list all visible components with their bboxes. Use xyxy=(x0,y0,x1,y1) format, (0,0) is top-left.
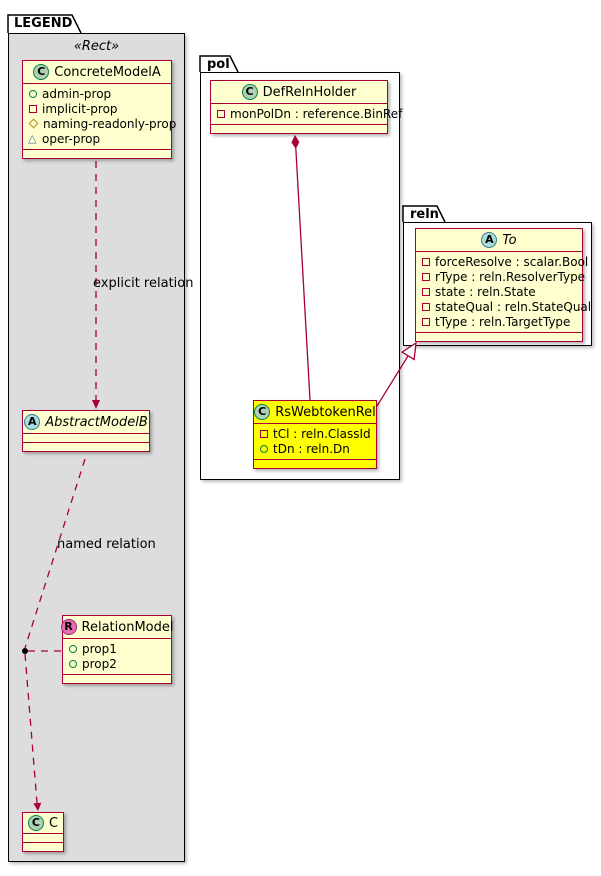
visibility-package-private-icon xyxy=(28,134,37,143)
class-member: oper-prop xyxy=(23,131,171,146)
class-fields-empty xyxy=(23,433,149,442)
visibility-private-icon xyxy=(422,257,430,266)
visibility-protected-icon xyxy=(28,118,39,129)
stereotype-rect: «Rect» xyxy=(73,39,120,54)
class-box-def-reln-holder: C DefRelnHolder monPolDn : reference.Bin… xyxy=(210,80,402,134)
class-member: state : reln.State xyxy=(416,284,582,299)
member-text: stateQual : reln.StateQual xyxy=(435,299,592,314)
member-text: naming-readonly-prop xyxy=(43,116,177,131)
edge-label-named-relation: named relation xyxy=(57,537,156,552)
class-methods-empty xyxy=(23,842,63,851)
visibility-public-icon xyxy=(69,644,77,653)
class-header: A AbstractModelB xyxy=(23,411,149,433)
class-header: A To xyxy=(416,229,582,251)
class-member: prop1 xyxy=(63,641,171,656)
visibility-public-icon xyxy=(69,659,77,668)
class-spot-icon: C xyxy=(254,404,271,420)
visibility-private-icon xyxy=(217,109,225,118)
class-spot-icon: C xyxy=(33,64,50,80)
class-member: prop2 xyxy=(63,656,171,671)
member-text: prop2 xyxy=(82,656,117,671)
class-members: forceResolve : scalar.Bool rType : reln.… xyxy=(416,251,591,332)
visibility-public-icon xyxy=(29,89,37,98)
class-fields-empty xyxy=(23,833,63,842)
class-methods-empty xyxy=(23,442,149,451)
class-methods-empty xyxy=(416,332,582,341)
class-methods-empty xyxy=(63,674,171,683)
class-name: DefRelnHolder xyxy=(262,84,357,100)
class-header: C RsWebtokenRel xyxy=(254,401,376,423)
visibility-private-icon xyxy=(422,302,430,311)
class-methods-empty xyxy=(23,149,171,158)
member-text: tCl : reln.ClassId xyxy=(273,426,371,441)
class-header: R RelationModel xyxy=(60,616,174,638)
visibility-private-icon xyxy=(29,104,37,113)
member-text: tType : reln.TargetType xyxy=(435,314,571,329)
class-members: prop1 prop2 xyxy=(63,638,171,674)
member-text: tDn : reln.Dn xyxy=(273,441,350,456)
class-member: naming-readonly-prop xyxy=(23,116,176,131)
class-box-abstract-model-b: A AbstractModelB xyxy=(22,410,150,452)
visibility-private-icon xyxy=(422,287,430,296)
relation-spot-icon: R xyxy=(60,619,77,635)
abstract-spot-icon: A xyxy=(24,414,41,430)
visibility-public-icon xyxy=(260,444,268,453)
class-members: monPolDn : reference.BinRef xyxy=(211,103,402,124)
class-box-rs-webtoken-rel: C RsWebtokenRel tCl : reln.ClassId tDn :… xyxy=(253,400,377,469)
member-text: state : reln.State xyxy=(435,284,536,299)
class-spot-icon: C xyxy=(241,84,258,100)
visibility-private-icon xyxy=(422,272,430,281)
member-text: monPolDn : reference.BinRef xyxy=(230,106,403,121)
class-member: tDn : reln.Dn xyxy=(254,441,376,456)
class-member: rType : reln.ResolverType xyxy=(416,269,586,284)
class-spot-icon: C xyxy=(27,815,44,831)
class-header: C ConcreteModelA xyxy=(23,61,171,83)
package-label-pol: pol xyxy=(207,57,230,72)
class-box-concrete-model-a: C ConcreteModelA admin-prop implicit-pro… xyxy=(22,60,176,159)
class-header: C C xyxy=(23,813,63,833)
class-member: implicit-prop xyxy=(23,101,171,116)
class-member: admin-prop xyxy=(23,86,171,101)
class-header: C DefRelnHolder xyxy=(211,81,387,103)
visibility-private-icon xyxy=(260,429,268,438)
package-label-legend: LEGEND xyxy=(14,16,73,31)
class-member: tType : reln.TargetType xyxy=(416,314,582,329)
class-name: ConcreteModelA xyxy=(54,64,161,80)
class-name: To xyxy=(502,232,517,248)
class-member: forceResolve : scalar.Bool xyxy=(416,254,588,269)
class-member: monPolDn : reference.BinRef xyxy=(211,106,402,121)
class-name: RsWebtokenRel xyxy=(275,404,376,420)
class-name: C xyxy=(48,815,59,831)
class-name: RelationModel xyxy=(81,619,174,635)
edge-label-explicit-relation: explicit relation xyxy=(93,276,194,291)
class-members: admin-prop implicit-prop naming-readonly… xyxy=(23,83,176,149)
visibility-private-icon xyxy=(422,317,430,326)
class-members: tCl : reln.ClassId tDn : reln.Dn xyxy=(254,423,376,459)
class-name: AbstractModelB xyxy=(45,414,148,430)
member-text: admin-prop xyxy=(42,86,112,101)
member-text: rType : reln.ResolverType xyxy=(435,269,586,284)
class-box-c: C C xyxy=(22,812,64,852)
member-text: prop1 xyxy=(82,641,117,656)
class-box-relation-model: R RelationModel prop1 prop2 xyxy=(60,615,174,684)
member-text: implicit-prop xyxy=(42,101,118,116)
class-member: tCl : reln.ClassId xyxy=(254,426,376,441)
class-box-to: A To forceResolve : scalar.Bool rType : … xyxy=(415,228,591,342)
member-text: forceResolve : scalar.Bool xyxy=(435,254,589,269)
package-label-reln: reln xyxy=(410,207,439,222)
member-text: oper-prop xyxy=(42,131,101,146)
class-methods-empty xyxy=(254,459,376,468)
class-methods-empty xyxy=(211,124,387,133)
abstract-spot-icon: A xyxy=(481,232,498,248)
class-member: stateQual : reln.StateQual xyxy=(416,299,591,314)
